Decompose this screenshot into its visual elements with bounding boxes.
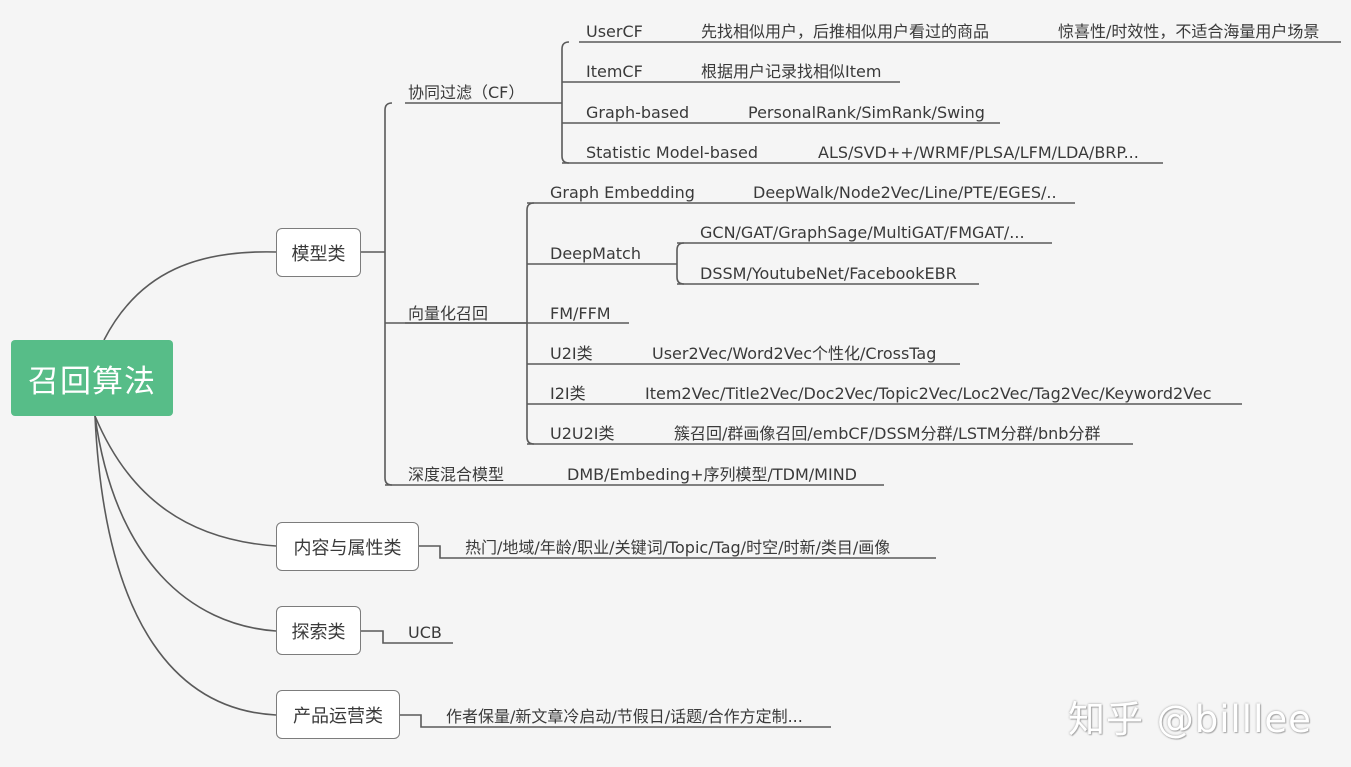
link-root-model [103, 251, 277, 341]
link-root-explore [94, 415, 277, 632]
root-node[interactable]: 召回算法 [11, 340, 173, 416]
u2u2i-label[interactable]: U2U2I类 [550, 424, 615, 443]
deepmatch-label[interactable]: DeepMatch [550, 244, 641, 263]
stat-model-label[interactable]: Statistic Model-based [586, 143, 758, 162]
link-ops [400, 714, 831, 728]
graph-emb-desc[interactable]: DeepWalk/Node2Vec/Line/PTE/EGES/.. [753, 183, 1057, 202]
watermark: 知乎 @billlee [1068, 698, 1312, 741]
graph-based-label[interactable]: Graph-based [586, 103, 690, 122]
fm-label[interactable]: FM/FFM [550, 304, 611, 323]
category-explore-node[interactable]: 探索类 [276, 606, 361, 655]
stat-model-desc[interactable]: ALS/SVD++/WRMF/PLSA/LFM/LDA/BRP... [818, 143, 1139, 162]
deepmatch-desc2[interactable]: DSSM/YoutubeNet/FacebookEBR [700, 264, 957, 283]
category-content-node[interactable]: 内容与属性类 [276, 522, 419, 571]
ops-desc[interactable]: 作者保量/新文章冷启动/节假日/话题/合作方定制... [446, 707, 803, 726]
content-desc[interactable]: 热门/地域/年龄/职业/关键词/Topic/Tag/时空/时新/类目/画像 [465, 538, 891, 557]
u2i-desc[interactable]: User2Vec/Word2Vec个性化/CrossTag [652, 344, 937, 363]
itemcf-desc[interactable]: 根据用户记录找相似Item [701, 62, 882, 81]
link-root-ops [94, 415, 277, 716]
explore-desc[interactable]: UCB [408, 623, 442, 642]
cf-label[interactable]: 协同过滤（CF） [408, 83, 525, 102]
deep-hybrid-label[interactable]: 深度混合模型 [408, 465, 505, 484]
link-content [419, 545, 936, 559]
usercf-note[interactable]: 惊喜性/时效性，不适合海量用户场景 [1058, 22, 1320, 41]
u2u2i-desc[interactable]: 簇召回/群画像召回/embCF/DSSM分群/LSTM分群/bnb分群 [674, 424, 1101, 443]
trunk-model [384, 102, 393, 486]
trunk-deepmatch [676, 242, 685, 285]
usercf-desc[interactable]: 先找相似用户，后推相似用户看过的商品 [701, 22, 990, 41]
root-label: 召回算法 [28, 363, 156, 400]
link-root-content [94, 415, 277, 547]
graph-emb-label[interactable]: Graph Embedding [550, 183, 695, 202]
category-model-node[interactable]: 模型类 [276, 228, 361, 277]
u2i-label[interactable]: U2I类 [550, 344, 593, 363]
itemcf-label[interactable]: ItemCF [586, 62, 643, 81]
category-ops-node[interactable]: 产品运营类 [276, 690, 400, 739]
category-ops-label: 产品运营类 [293, 705, 383, 727]
link-explore [361, 630, 453, 644]
vec-label[interactable]: 向量化召回 [408, 304, 489, 323]
graph-based-desc[interactable]: PersonalRank/SimRank/Swing [748, 103, 985, 122]
category-explore-label: 探索类 [291, 621, 346, 643]
trunk-cf [561, 41, 570, 164]
i2i-desc[interactable]: Item2Vec/Title2Vec/Doc2Vec/Topic2Vec/Loc… [645, 384, 1212, 403]
i2i-label[interactable]: I2I类 [550, 384, 586, 403]
deep-hybrid-desc[interactable]: DMB/Embeding+序列模型/TDM/MIND [567, 465, 857, 484]
deepmatch-desc1[interactable]: GCN/GAT/GraphSage/MultiGAT/FMGAT/... [700, 223, 1025, 242]
usercf-label[interactable]: UserCF [586, 22, 643, 41]
category-model-label: 模型类 [291, 243, 346, 265]
category-content-label: 内容与属性类 [293, 537, 402, 559]
